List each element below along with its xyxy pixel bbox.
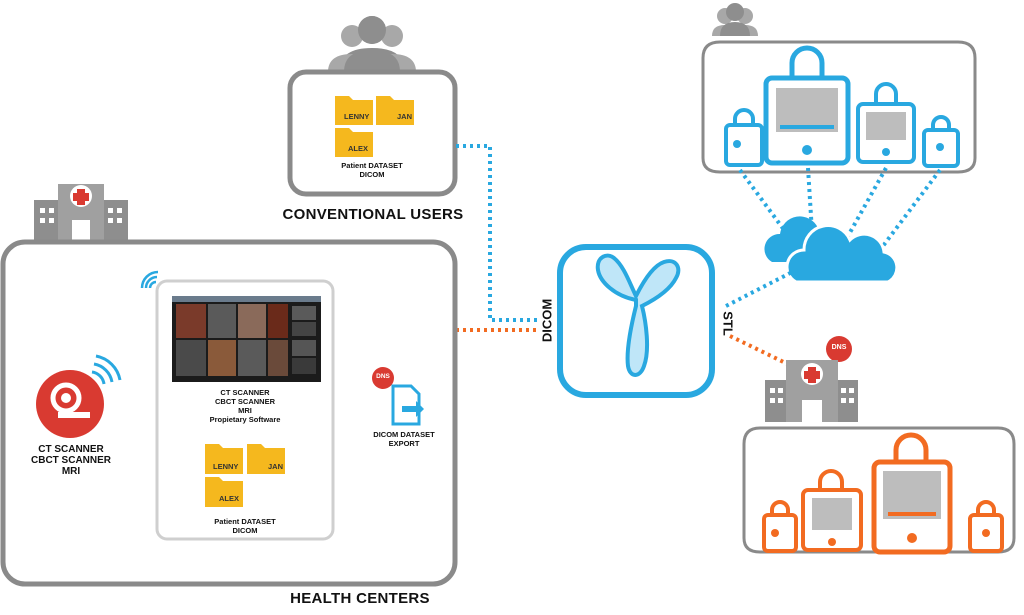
scan-viewer-screenshot (172, 296, 321, 382)
folder-label: LENNY (344, 112, 370, 121)
conventional-users-icon (328, 16, 416, 72)
ct-scanner-icon (36, 354, 122, 438)
folder-icon (335, 96, 373, 125)
dns-label: DNS (831, 344, 847, 351)
folder-icon (205, 477, 243, 507)
folder-label: JAN (397, 112, 413, 121)
wifi-icon (140, 270, 159, 289)
folder-label: JAN (268, 462, 284, 471)
printer-icon (763, 45, 851, 166)
hospital-icon (765, 360, 858, 422)
scanner-caption: CT SCANNER CBCT SCANNER MRI (31, 444, 111, 477)
printer-icon (856, 82, 916, 164)
dns-label: DNS (376, 373, 390, 380)
folder-label: ALEX (219, 494, 240, 503)
cloud-connections (738, 167, 942, 252)
platform-logo-mark (595, 253, 681, 377)
stl-cloud-connection (725, 266, 801, 308)
printer-icon (801, 469, 863, 552)
printer-icon (922, 115, 960, 168)
cloud-icon (764, 216, 899, 284)
cloud-users-icon (712, 3, 758, 36)
conventional-users-label: CONVENTIONAL USERS (282, 206, 464, 223)
dataset-caption: Patient DATASET DICOM (214, 517, 276, 535)
folder-icon (205, 444, 243, 474)
printer-icon (871, 432, 953, 555)
file-export-icon (391, 384, 424, 426)
dns-badge (826, 336, 852, 362)
export-caption: DICOM DATASET EXPORT (373, 430, 435, 448)
folder-label: LENNY (213, 462, 239, 471)
folder-label: ALEX (348, 144, 369, 153)
folder-icon (247, 444, 285, 474)
dataset-caption: Patient DATASET DICOM (341, 161, 403, 179)
health-centers-label: HEALTH CENTERS (290, 590, 430, 607)
printer-icon (968, 500, 1004, 553)
dicom-label: DICOM (539, 298, 555, 343)
conventional-connection (456, 144, 540, 322)
dns-badge (372, 367, 394, 389)
stl-label: STL (720, 311, 736, 336)
folder-icon (335, 128, 373, 157)
printer-icon (762, 500, 798, 553)
folder-icon (376, 96, 414, 125)
hospital-icon (34, 184, 128, 242)
software-caption: CT SCANNER CBCT SCANNER MRI Propietary S… (209, 388, 281, 424)
printer-icon (724, 108, 764, 167)
